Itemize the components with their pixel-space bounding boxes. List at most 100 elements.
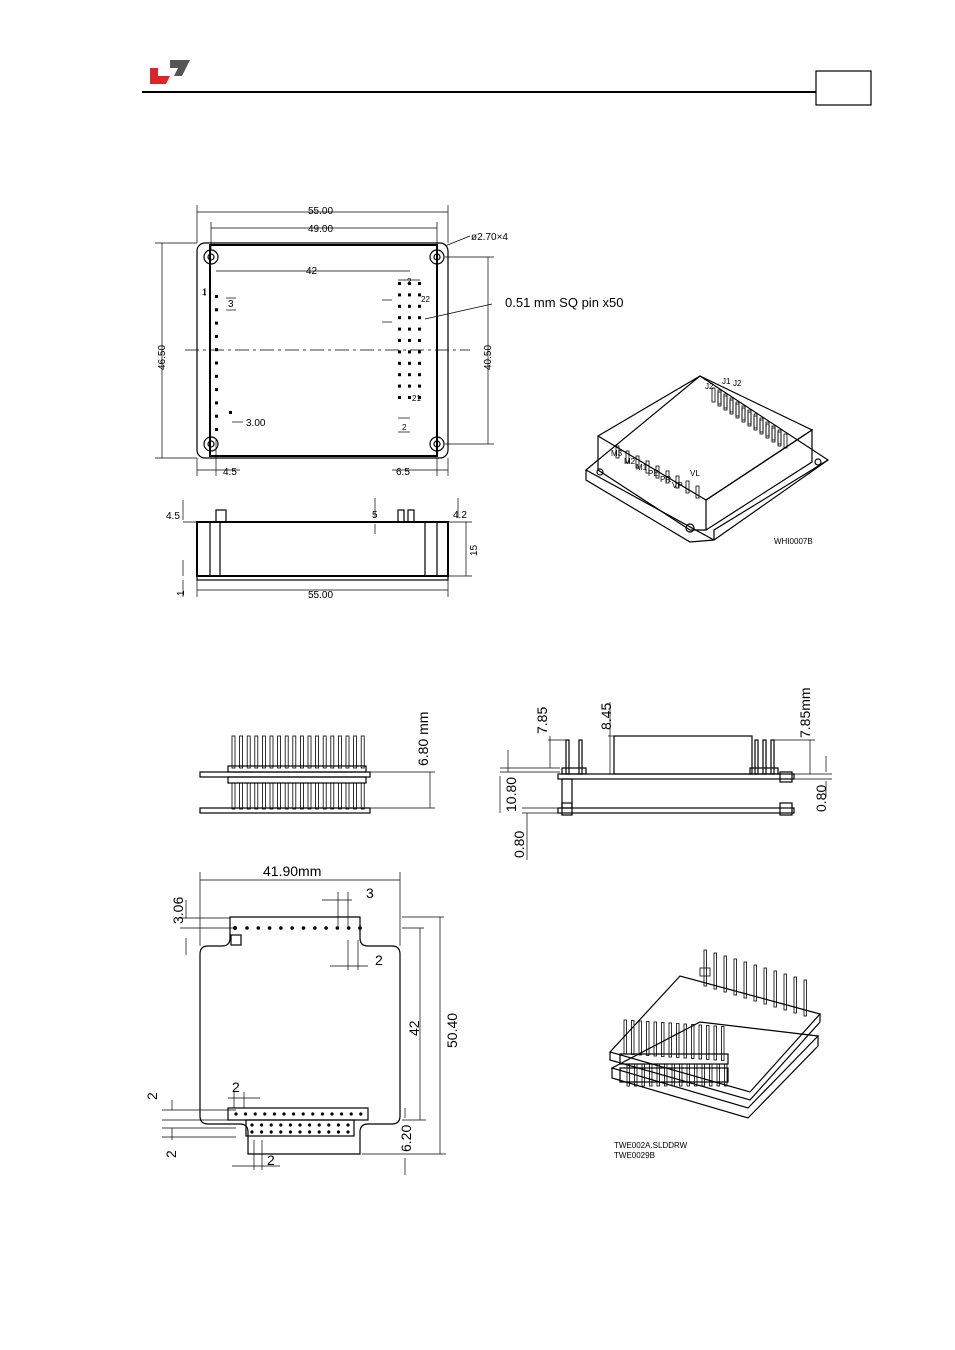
- pin-square: [215, 428, 218, 431]
- pin-square: [398, 362, 401, 365]
- stack-iso-pin: [677, 1024, 680, 1058]
- board-pad: [337, 1130, 340, 1133]
- stack-iso-pin: [654, 1022, 657, 1056]
- board-dim-bottom-pitch: 2: [232, 1079, 240, 1095]
- stack-iso-pin: [665, 1064, 668, 1086]
- pin-square: [418, 282, 421, 285]
- stack-pin: [338, 783, 341, 809]
- stack-iso-pin: [639, 1021, 642, 1055]
- stack-dim-height: 6.80 mm: [415, 712, 431, 766]
- stack-pin: [331, 736, 334, 768]
- board-dim-top-offset: 3.06: [170, 897, 186, 924]
- board-dim-width: 41.90mm: [263, 863, 321, 879]
- iso-pin: [784, 434, 787, 448]
- board-pad: [359, 1112, 362, 1115]
- pin-square: [408, 328, 411, 331]
- iso-pin-label-j2b: J2: [733, 379, 742, 388]
- board-pad: [311, 1112, 314, 1115]
- pin-square: [408, 350, 411, 353]
- stack-pin: [270, 783, 273, 809]
- board-pad: [260, 1130, 263, 1133]
- stack-pin: [346, 736, 349, 768]
- pin-square: [418, 362, 421, 365]
- stack-iso-pin: [734, 959, 737, 995]
- stack-iso-pin: [725, 1064, 728, 1086]
- stack-iso-pin: [754, 965, 757, 1001]
- board-pad: [254, 1112, 257, 1115]
- end-dim-right-pin: 7.85mm: [797, 687, 813, 738]
- board-pad: [313, 926, 317, 930]
- dim-right-offset: 6.5: [396, 467, 410, 478]
- stack-pin: [338, 736, 341, 768]
- pin-square: [215, 401, 218, 404]
- board-dim-bottom-offset: 6.20: [398, 1125, 414, 1152]
- iso-pin-label-m2: M2: [624, 457, 636, 466]
- page-number-box: [816, 71, 871, 105]
- pin-square: [418, 385, 421, 388]
- board-pad: [337, 1123, 340, 1126]
- board-pad: [350, 1112, 353, 1115]
- pin-square: [418, 305, 421, 308]
- board-pad: [268, 926, 272, 930]
- side-dim-height: 15: [469, 544, 480, 556]
- dim-pitch-top-right: 2: [407, 277, 412, 286]
- board-pad: [279, 1130, 282, 1133]
- stack-pin: [278, 783, 281, 809]
- dim-hole-diameter: ø2.70×4: [471, 232, 508, 243]
- stack-file-name: TWE002A.SLDDRW: [614, 1141, 688, 1150]
- board-dim-bottom-pitch2: 2: [267, 1152, 275, 1168]
- company-logo: [150, 60, 190, 84]
- dim-overall-width: 55.00: [308, 206, 333, 217]
- stack-iso-pin: [714, 1026, 717, 1060]
- board-pad: [282, 1112, 285, 1115]
- dim-pitch-bottom-right: 2: [402, 423, 407, 432]
- pin-square: [215, 388, 218, 391]
- stack-iso-view: TWE002A.SLDDRW TWE0029B: [610, 950, 820, 1160]
- iso-pin: [686, 481, 689, 493]
- iso-pin-label-m3: M3: [611, 449, 623, 458]
- pin-square: [398, 396, 401, 399]
- board-pad: [308, 1130, 311, 1133]
- stack-part-code: TWE0029B: [614, 1151, 655, 1160]
- pin-square: [398, 385, 401, 388]
- board-pad: [290, 926, 294, 930]
- stack-iso-pin: [642, 1064, 645, 1086]
- board-pad: [279, 1123, 282, 1126]
- stack-iso-pin: [695, 1064, 698, 1086]
- board-pad: [250, 1123, 253, 1126]
- stack-iso-pin: [724, 956, 727, 992]
- iso-pin-label-vp: VP: [672, 481, 683, 490]
- stack-iso-pin: [680, 1064, 683, 1086]
- stack-side-view: 6.80 mm: [200, 712, 435, 813]
- stack-iso-pin: [657, 1064, 660, 1086]
- pin-square: [229, 411, 232, 414]
- pin-square: [418, 350, 421, 353]
- stack-iso-pin: [632, 1021, 635, 1055]
- stack-pin: [240, 736, 243, 768]
- stack-pin: [232, 783, 235, 809]
- stack-iso-pin: [722, 1027, 725, 1061]
- end-dim-left-pin: 7.85: [534, 707, 550, 734]
- pin-square: [398, 293, 401, 296]
- stack-pin: [300, 783, 303, 809]
- end-dim-bottom-left: 0.80: [511, 831, 527, 858]
- dim-height-holes: 40.50: [483, 345, 494, 370]
- board-pad: [324, 926, 328, 930]
- board-pad: [270, 1130, 273, 1133]
- pin-square: [408, 316, 411, 319]
- board-pad: [321, 1112, 324, 1115]
- board-pad: [257, 926, 261, 930]
- stack-pin: [346, 783, 349, 809]
- stack-pin: [331, 783, 334, 809]
- end-dim-mid-pin: 8.45: [598, 703, 614, 730]
- board-dim-left-b: 2: [163, 1150, 179, 1158]
- board-view: 41.90mm 3.06 3 2 42 50.40 2 2 2 2 6.20: [144, 863, 460, 1175]
- pin-square: [398, 305, 401, 308]
- board-pad: [279, 926, 283, 930]
- stack-pin: [285, 736, 288, 768]
- board-pad: [327, 1130, 330, 1133]
- board-pad: [318, 1130, 321, 1133]
- board-pad: [273, 1112, 276, 1115]
- dim-row-right: 22: [421, 295, 430, 304]
- pin-square: [398, 316, 401, 319]
